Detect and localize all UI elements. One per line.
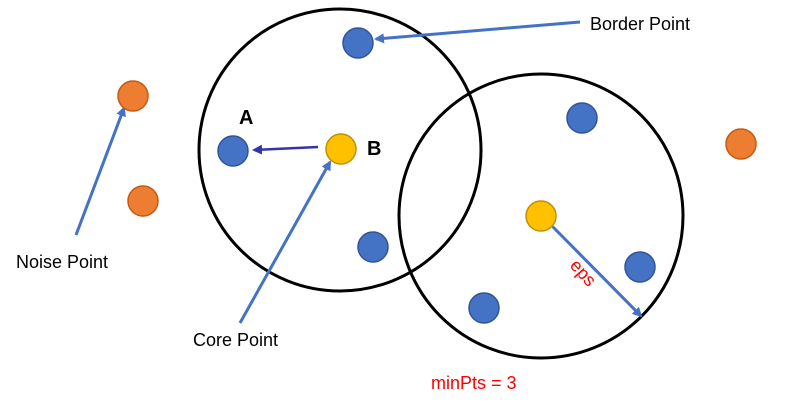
noise-point-1 (117, 80, 149, 112)
border-point (342, 27, 374, 59)
point-a-label: A (239, 107, 253, 129)
eps-label: eps (566, 255, 600, 290)
min-pts-label: minPts = 3 (431, 373, 517, 393)
noise-point-2 (127, 185, 159, 217)
eps-neighborhood-right (397, 72, 685, 360)
core-point-right (525, 200, 557, 232)
noise-point-arrow (74, 106, 126, 236)
point-left-lower (357, 231, 389, 263)
b-to-a-arrow (252, 144, 319, 155)
noise-point-label: Noise Point (16, 252, 108, 272)
border-point-label: Border Point (590, 14, 690, 34)
point-right-bottom (468, 292, 500, 324)
core-point-b (325, 133, 357, 165)
eps-neighborhood-left (197, 7, 483, 293)
point-right-mid (624, 251, 656, 283)
point-a (217, 135, 249, 167)
noise-point-3 (725, 128, 757, 160)
core-point-label: Core Point (193, 330, 278, 350)
point-right-top (566, 102, 598, 134)
border-point-arrow (374, 20, 581, 44)
eps-arrow (543, 217, 643, 318)
point-b-label: B (367, 138, 381, 160)
core-point-arrow (238, 160, 332, 324)
